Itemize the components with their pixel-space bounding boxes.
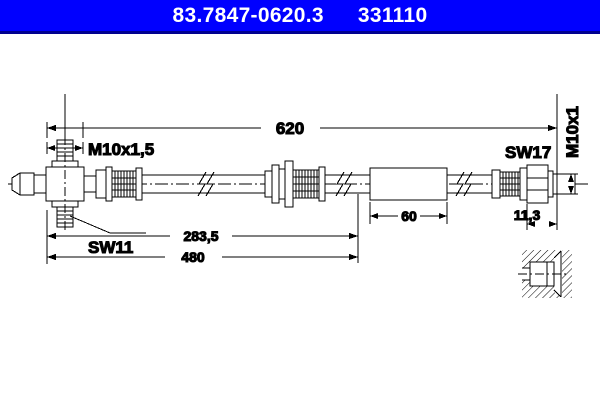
section-detail-view [518,250,572,298]
dimension-283-5 [46,230,359,242]
hex-left-label: SW11 [88,238,133,257]
dimension-11-3 [526,218,558,230]
dimension-620 [46,122,558,134]
hex-right-label: SW17 [505,143,551,162]
dimension-620-label: 620 [276,119,304,138]
hose-segment-two [325,171,370,197]
technical-drawing-canvas: 620 M10x1,5 SW11 [0,34,600,400]
crimp-ferrule-left [95,166,143,202]
dimension-11-3-label: 11,3 [514,207,541,223]
mid-bracket-fitting [264,160,326,208]
reference-number: 331110 [357,4,428,27]
header-rule [0,31,600,34]
sw11-leader [69,215,146,234]
thread-left-label: M10x1,5 [88,140,154,159]
right-end-fitting [491,164,576,204]
brake-hose-diagram: 620 M10x1,5 SW11 [8,94,590,298]
part-number: 83.7847-0620.3 [172,4,324,27]
left-end-fitting [11,136,97,231]
thread-right-label: M10x1 [563,106,582,158]
header-banner [0,0,600,31]
header-text-group: 83.7847-0620.3 331110 [0,0,600,31]
dimension-480-label: 480 [181,249,205,265]
dimension-60-label: 60 [401,208,417,224]
hose-segment-one [141,171,265,197]
dimension-283-5-label: 283,5 [183,228,218,244]
protective-sleeve [369,167,448,201]
dimension-480 [46,251,359,263]
dimension-m10x15 [46,142,84,154]
dimension-60 [369,210,448,222]
hose-segment-three [447,171,492,197]
dimension-thread-right [566,173,578,195]
